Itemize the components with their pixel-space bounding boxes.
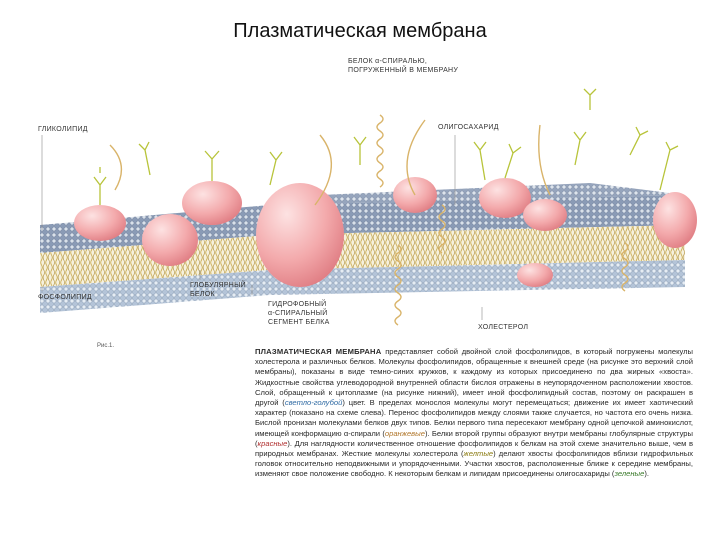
- leader-lines: [41, 135, 483, 320]
- label-phospholipid: ФОСФОЛИПИД: [38, 294, 92, 301]
- label-cholesterol: ХОЛЕСТЕРОЛ: [478, 324, 528, 331]
- caption-green-word: зеленые: [614, 469, 645, 479]
- label-glycolipid: ГЛИКОЛИПИД: [38, 126, 88, 133]
- caption-orange-word: оранжевые: [384, 428, 425, 438]
- figure-label: Рис.1.: [97, 343, 115, 349]
- membrane-diagram: ГЛИКОЛИПИД ОЛИГОСАХАРИД БЕЛОК α-СПИРАЛЬЮ…: [38, 58, 697, 331]
- slide-title: Плазматическая мембрана: [233, 20, 487, 42]
- label-alpha-protein-1: БЕЛОК α-СПИРАЛЬЮ,: [348, 58, 427, 65]
- label-oligosaccharide: ОЛИГОСАХАРИД: [438, 124, 499, 131]
- figure-caption: ПЛАЗМАТИЧЕСКАЯ МЕМБРАНА представляет соб…: [255, 347, 693, 539]
- caption-text-6: ).: [644, 469, 649, 479]
- caption-text-4: ). Для наглядности количественное отноше…: [255, 438, 693, 459]
- caption-text-1: представляет собой двойной слой фосфолип…: [255, 347, 693, 408]
- caption-yellow-word: желтые: [463, 449, 494, 459]
- caption-blue-word: светло-голубой: [284, 398, 343, 408]
- caption-text-2: ) цвет. В пределах монослоя молекулы мог…: [255, 398, 693, 438]
- label-alpha-protein-2: ПОГРУЖЕННЫЙ В МЕМБРАНУ: [348, 65, 458, 74]
- caption-text-5: ) делают хвосты фосфолипидов вблизи гидр…: [255, 449, 693, 479]
- oligosaccharides: [93, 88, 679, 205]
- label-hydrophobic-1: ГИДРОФОБНЫЙ: [268, 299, 326, 308]
- caption-text-3: ). Белки второй группы образуют внутри м…: [255, 428, 693, 448]
- label-hydrophobic-2: α-СПИРАЛЬНЫЙ: [268, 308, 328, 317]
- bilayer-right: [270, 183, 685, 295]
- label-hydrophobic-3: СЕГМЕНТ БЕЛКА: [268, 319, 330, 326]
- label-globular-protein-2: БЕЛОК: [190, 291, 216, 298]
- label-globular-protein-1: ГЛОБУЛЯРНЫЙ: [190, 280, 246, 289]
- caption-red-word: красные: [257, 438, 288, 448]
- globular-proteins: [74, 177, 697, 287]
- alpha-helix-proteins: [109, 114, 629, 326]
- caption-lead: ПЛАЗМАТИЧЕСКАЯ МЕМБРАНА: [255, 347, 382, 356]
